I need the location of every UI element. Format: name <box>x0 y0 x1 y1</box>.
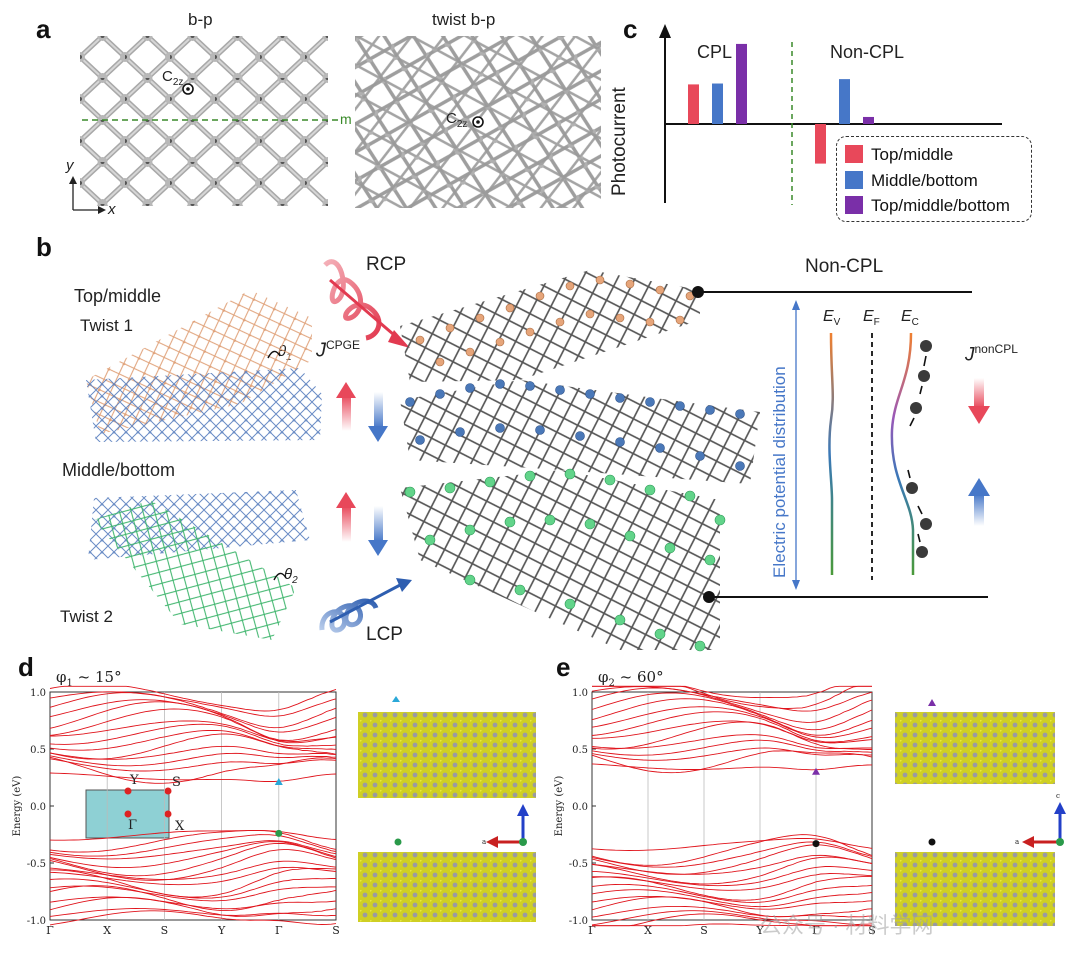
panel-e-label: e <box>556 652 571 682</box>
k-tick-label: Y <box>217 924 226 937</box>
twist1-label: Twist 1 <box>80 316 133 335</box>
panel-a-label: a <box>36 14 51 44</box>
ev-label: EV <box>823 308 841 329</box>
bar-top-middle-bottom-cpl <box>736 43 747 124</box>
y-tick-label: -1.0 <box>27 916 46 927</box>
legend-middle-bottom: Middle/bottom <box>845 171 978 191</box>
twist1-middle-lattice <box>86 368 322 442</box>
stack-bottom-layer <box>400 470 720 650</box>
bar-top-middle-non-cpl <box>815 124 826 164</box>
panel-b-label: b <box>36 232 52 262</box>
y-axis-label: Energy (eV) <box>554 776 565 837</box>
cbm-marker <box>812 767 820 775</box>
y-tick-label: 0.0 <box>30 802 46 813</box>
phi1-label: φ1 ~ 15° <box>56 668 122 689</box>
theta2-label: θ2 <box>284 566 298 586</box>
ef-label: EF <box>863 308 880 329</box>
ec-label: EC <box>901 308 919 329</box>
y-tick-label: 1.0 <box>572 688 588 699</box>
k-tick-label: S <box>332 924 340 937</box>
panel-a-left-title: b-p <box>188 10 213 29</box>
cbm-marker <box>274 778 283 786</box>
c2z-label-left: C2z <box>162 68 184 88</box>
k-tick-label: S <box>868 924 876 937</box>
rcp-label: RCP <box>366 254 407 275</box>
bar-top-middle-cpl <box>688 84 699 124</box>
y-tick-label: -0.5 <box>27 859 46 870</box>
y-axis-label: Energy (eV) <box>12 776 23 837</box>
watermark: 公众号 · 材料学网 <box>760 913 934 938</box>
group-noncpl-label: Non-CPL <box>830 42 905 62</box>
y-tick-label: 1.0 <box>30 688 46 699</box>
bar-legend: Top/middle Middle/bottom Top/middle/bott… <box>836 136 1032 222</box>
axis-a-label-d: a <box>482 838 487 846</box>
k-tick-label: Γ <box>812 924 820 937</box>
k-tick-label: X <box>644 924 652 937</box>
axis-a-label-e: a <box>1015 838 1020 846</box>
panel-a-right-title: twist b-p <box>432 10 496 29</box>
band-lines <box>591 685 873 927</box>
bar-middle-bottom-cpl <box>712 83 723 124</box>
j-noncpl-label: JnonCPL <box>965 342 1018 366</box>
lcp-label: LCP <box>366 624 403 645</box>
bz-s-label: S <box>172 775 181 790</box>
panel-d-label: d <box>18 652 34 682</box>
legend-top-middle-bottom: Top/middle/bottom <box>845 196 1010 216</box>
bz-y-label: Y <box>130 773 139 788</box>
k-tick-label: S <box>161 924 169 937</box>
bz-x-label: X <box>175 819 185 834</box>
panel-c-label: c <box>623 14 638 44</box>
mirror-label: m <box>340 111 352 127</box>
axis-c-label-e: c <box>1056 792 1060 800</box>
c2z-label-right: C2z <box>446 110 468 130</box>
bz-gamma-label: Γ <box>128 818 138 833</box>
k-tick-label: Y <box>755 924 764 937</box>
stack-top-layer <box>400 270 700 382</box>
k-tick-label: Γ <box>275 924 283 937</box>
j-cpge-label: JCPGE <box>316 338 361 362</box>
y-tick-label: -0.5 <box>569 859 588 870</box>
vbm-marker <box>812 840 820 848</box>
twist2-label: Twist 2 <box>60 607 113 626</box>
twist2-bottom-lattice <box>94 500 296 640</box>
vbm-marker <box>275 829 283 837</box>
top-middle-title: Top/middle <box>74 286 162 306</box>
band-lines <box>49 685 337 926</box>
k-tick-label: S <box>700 924 708 937</box>
y-tick-label: 0.0 <box>572 802 588 813</box>
group-cpl-label: CPL <box>697 42 733 62</box>
axis-y-label: y <box>66 157 74 174</box>
legend-top-middle: Top/middle <box>845 145 953 165</box>
noncpl-title: Non-CPL <box>805 256 884 277</box>
phi2-label: φ2 ~ 60° <box>598 668 664 689</box>
y-tick-label: 0.5 <box>30 745 46 756</box>
bar-middle-bottom-non-cpl <box>839 79 850 124</box>
k-tick-label: X <box>103 924 111 937</box>
bar-top-middle-bottom-non-cpl <box>863 116 874 124</box>
y-tick-label: 0.5 <box>572 745 588 756</box>
y-tick-label: -1.0 <box>569 916 588 927</box>
middle-bottom-title: Middle/bottom <box>62 460 176 480</box>
k-tick-label: Γ <box>588 924 596 937</box>
axis-x-label: x <box>108 201 116 218</box>
k-tick-label: Γ <box>46 924 54 937</box>
